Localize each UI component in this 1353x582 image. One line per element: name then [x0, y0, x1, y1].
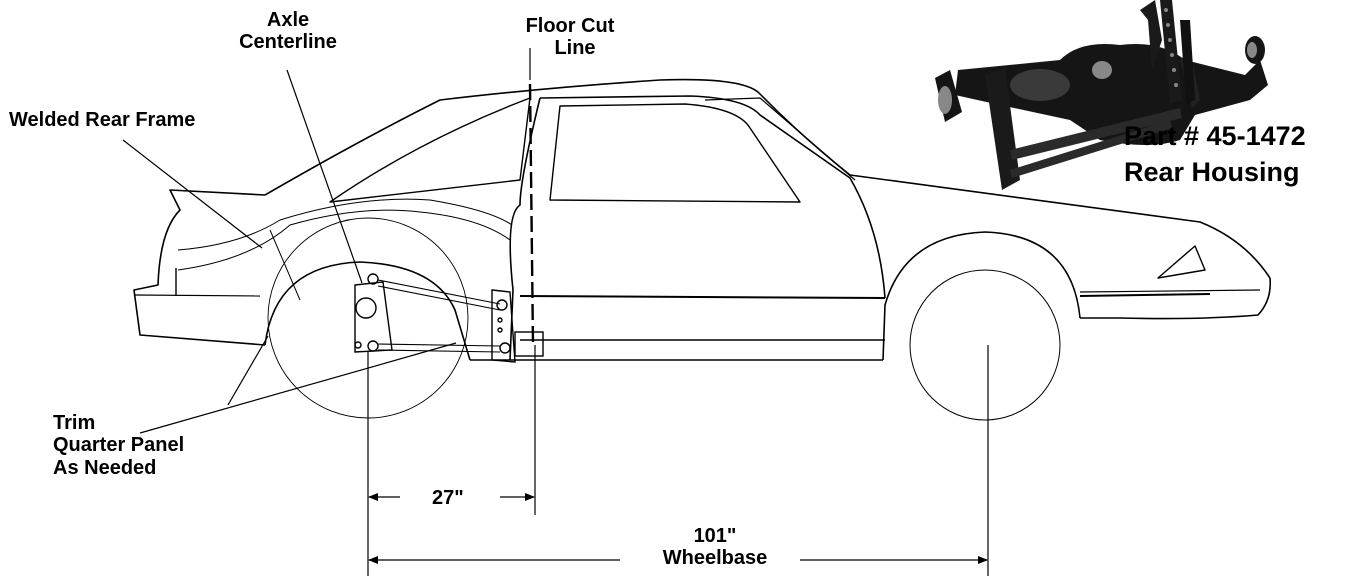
dimension-101-label: 101" Wheelbase	[662, 525, 768, 570]
trim-quarter-panel-label: Trim Quarter Panel As Needed	[53, 412, 185, 479]
dimension-27-label: 27"	[432, 487, 464, 509]
front-wheel	[909, 269, 1061, 421]
dimension-arrows	[368, 493, 988, 564]
axle-centerline-label: Axle Centerline	[239, 9, 337, 54]
welded-rear-frame-label: Welded Rear Frame	[9, 109, 196, 131]
floor-cut-line-label: Floor Cut Line	[525, 15, 615, 60]
rear-suspension-links	[354, 273, 544, 363]
part-number-label: Part # 45-1472	[1124, 121, 1306, 151]
part-name-label: Rear Housing	[1124, 157, 1300, 187]
rear-housing-part-image	[935, 0, 1268, 190]
leader-lines	[122, 48, 531, 434]
dimension-extension-lines	[367, 345, 989, 576]
floor-cut-line	[528, 83, 535, 346]
